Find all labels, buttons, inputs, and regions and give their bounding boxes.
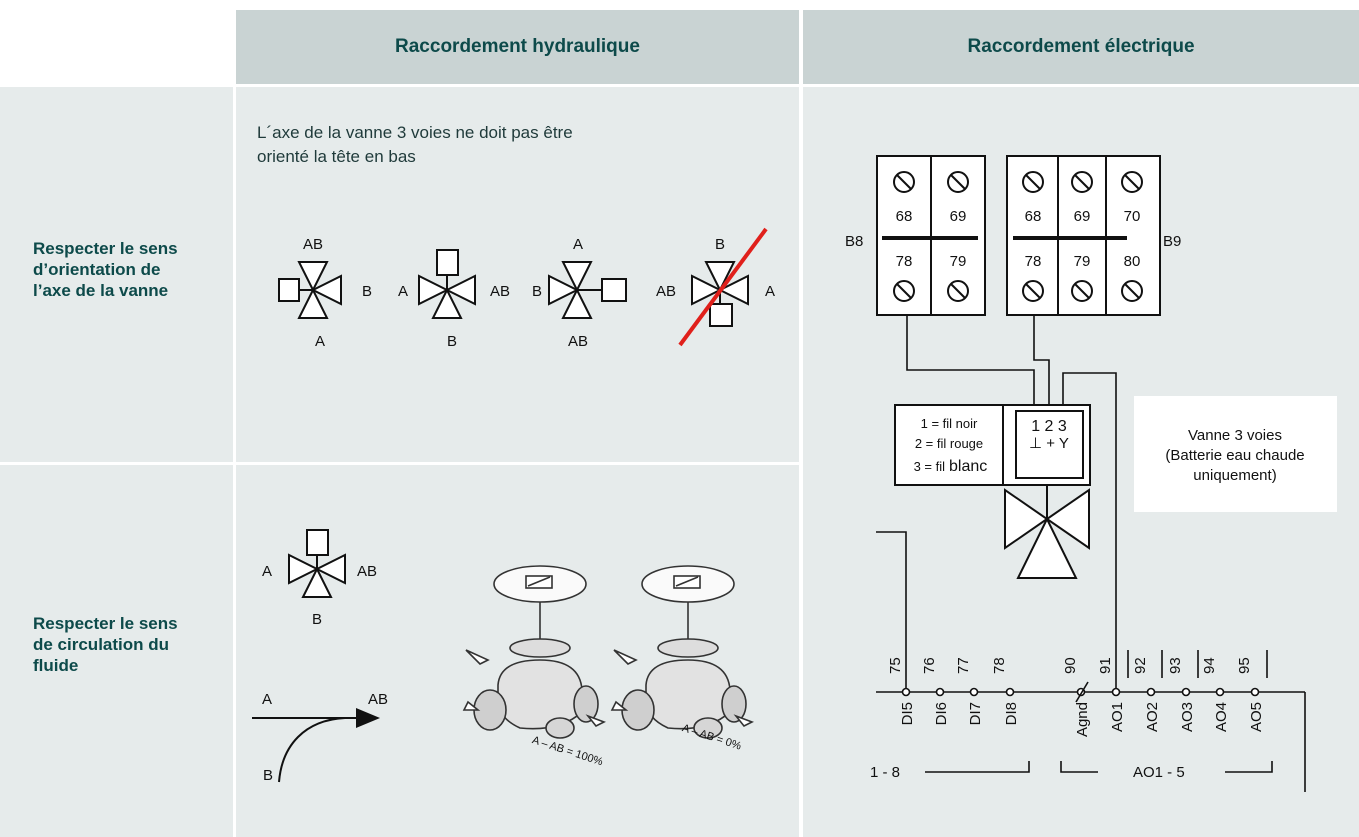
header-electric-text: Raccordement électrique: [967, 36, 1195, 57]
terminal-name: AO4: [1213, 702, 1230, 732]
row-circulation-label: Respecter le sens de circulation du flui…: [33, 613, 178, 676]
header-electric: Raccordement électrique: [803, 10, 1359, 84]
terminal-name: DI6: [933, 702, 950, 725]
circulation-valve-symbol: [288, 529, 346, 598]
valve-terminal-marks: ⊥ + Y: [1029, 435, 1069, 452]
hydraulic-orientation-cell: [236, 87, 799, 462]
forbidden-cross-line: [678, 227, 768, 347]
valve-1-right-label: B: [362, 283, 372, 300]
wire-1: 1 = fil noir: [921, 416, 978, 431]
row-circulation-label-cell: Respecter le sens de circulation du flui…: [0, 465, 233, 837]
terminal-number: 95: [1236, 657, 1253, 674]
valve-3-bottom-label: AB: [568, 333, 588, 350]
screw-icons: [893, 171, 1143, 302]
valve-open-caption: A – AB = 100%: [531, 734, 605, 768]
terminal-number: 75: [887, 657, 904, 674]
valve-2-bottom-label: B: [447, 333, 457, 350]
terminal-number: 92: [1132, 657, 1149, 674]
flow-diagram: [252, 708, 380, 783]
circulation-valve-right-label: AB: [357, 563, 377, 580]
label-line: fluide: [33, 656, 79, 675]
label-line: Respecter le sens: [33, 239, 178, 258]
valve-4-right-label: A: [765, 283, 775, 300]
terminal-name: AO1: [1109, 702, 1126, 732]
b9-top-2: 69: [1074, 208, 1091, 225]
label-line: d’orientation de: [33, 260, 161, 279]
terminal-number: 93: [1167, 657, 1184, 674]
wire-2: 2 = fil rouge: [915, 436, 983, 451]
valve-title-line-3: uniquement): [1193, 467, 1276, 484]
terminal-number: 77: [955, 657, 972, 674]
valve-terminal-numbers: 1 2 3: [1031, 418, 1067, 435]
row-orientation-label: Respecter le sens d’orientation de l’axe…: [33, 238, 178, 301]
valve-2-right-label: AB: [490, 283, 510, 300]
terminal-name: DI7: [967, 702, 984, 725]
terminal-name: AO5: [1248, 702, 1265, 732]
valve-1-bottom-label: A: [315, 333, 325, 350]
terminal-number: 90: [1062, 657, 1079, 674]
valve-4-left-label: AB: [656, 283, 676, 300]
b9-top-1: 68: [1025, 208, 1042, 225]
valve-symbol-4: [691, 261, 749, 327]
valve-3-left-label: B: [532, 283, 542, 300]
terminal-number: 78: [991, 657, 1008, 674]
b9-bottom-3: 80: [1124, 253, 1141, 270]
b8-bottom-1: 78: [896, 253, 913, 270]
terminal-name: DI5: [899, 702, 916, 725]
wire-3-color: blanc: [949, 458, 987, 475]
circulation-valve-bottom-label: B: [312, 611, 322, 628]
b9-bottom-1: 78: [1025, 253, 1042, 270]
valve-illustration-open: [462, 565, 606, 739]
wiring: [876, 315, 1306, 792]
group-di-label: 1 - 8: [870, 764, 900, 781]
b9-top-3: 70: [1124, 208, 1141, 225]
valve-symbol-1: [278, 261, 342, 319]
b9-bottom-2: 79: [1074, 253, 1091, 270]
group-brackets: [925, 761, 1273, 773]
valve-1-top-label: AB: [303, 236, 323, 253]
label-line: Respecter le sens: [33, 614, 178, 633]
b8-top-1: 68: [896, 208, 913, 225]
row-orientation-label-cell: Respecter le sens d’orientation de l’axe…: [0, 87, 233, 462]
terminal-name: AO2: [1144, 702, 1161, 732]
valve-title-line-1: Vanne 3 voies: [1188, 427, 1282, 444]
terminal-number: 76: [921, 657, 938, 674]
valve-4-top-label: B: [715, 236, 725, 253]
terminal-name: Agnd: [1074, 702, 1091, 737]
terminal-name: DI8: [1003, 702, 1020, 725]
valve-actuator: [894, 404, 1091, 579]
circulation-valve-left-label: A: [262, 563, 272, 580]
valve-title-line-2: (Batterie eau chaude: [1165, 447, 1304, 464]
b8-bottom-2: 79: [950, 253, 967, 270]
flow-ab-label: AB: [368, 691, 388, 708]
label-line: l’axe de la vanne: [33, 281, 169, 300]
header-hydraulic: Raccordement hydraulique: [236, 10, 799, 84]
valve-symbol-2: [418, 249, 476, 319]
note-line: orienté la tête en bas: [257, 147, 416, 166]
b9-name: B9: [1163, 233, 1181, 250]
flow-a-label: A: [262, 691, 272, 708]
valve-2-left-label: A: [398, 283, 408, 300]
header-hydraulic-text: Raccordement hydraulique: [395, 36, 640, 57]
bus-terminals: [901, 650, 1268, 703]
b8-name: B8: [845, 233, 863, 250]
b8-top-2: 69: [950, 208, 967, 225]
flow-b-label: B: [263, 767, 273, 784]
valve-3-top-label: A: [573, 236, 583, 253]
valve-symbol-3: [548, 261, 627, 319]
wire-3-prefix: 3 = fil: [914, 459, 946, 474]
note-line: L´axe de la vanne 3 voies ne doit pas êt…: [257, 123, 573, 142]
terminal-number: 94: [1201, 657, 1218, 674]
label-line: de circulation du: [33, 635, 170, 654]
terminal-number: 91: [1097, 657, 1114, 674]
valve-title-box: [1134, 396, 1337, 512]
terminal-name: AO3: [1179, 702, 1196, 732]
orientation-note: L´axe de la vanne 3 voies ne doit pas êt…: [257, 121, 573, 169]
valve-illustration-closed: [610, 565, 754, 739]
group-ao-label: AO1 - 5: [1133, 764, 1185, 781]
